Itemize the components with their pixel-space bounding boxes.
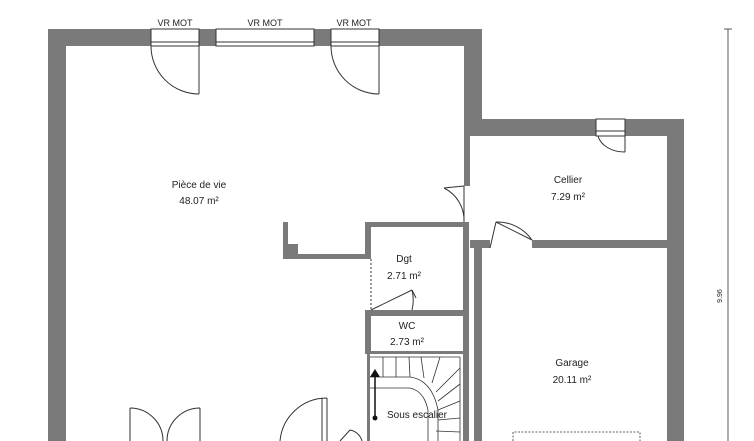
wall-wc-left	[365, 310, 371, 351]
door-swing-bottom-left-2	[166, 407, 201, 441]
garage-door	[512, 431, 641, 441]
room-area-garage: 20.11 m²	[553, 375, 592, 386]
room-name-dgt: Dgt	[396, 254, 412, 265]
wall-dgt-left	[365, 222, 371, 259]
window-3	[330, 28, 380, 47]
room-area-cellier: 7.29 m²	[551, 192, 586, 203]
wall-wc-top	[365, 310, 469, 316]
room-area-wc: 2.73 m²	[390, 337, 425, 348]
windows	[150, 28, 626, 137]
door-swing-1	[150, 45, 200, 95]
wall-cellier-garage-right	[532, 240, 667, 248]
stair-note: Sous escalier	[387, 410, 448, 421]
staircase	[370, 356, 461, 441]
wall-stair-divider	[365, 351, 469, 354]
room-area-dgt: 2.71 m²	[387, 271, 422, 282]
stair-arrow-icon	[370, 369, 380, 377]
door-swing-cellier-window	[597, 135, 626, 153]
stair-arrow	[370, 369, 380, 421]
wall-cellier-garage-left	[470, 240, 490, 248]
wall-garage-left	[474, 248, 482, 441]
wall-right-annex	[667, 119, 684, 441]
dimension-line	[724, 28, 732, 441]
window-cellier	[595, 118, 626, 137]
wall-kitchen-stub-down	[283, 222, 288, 259]
window-label-2: VR MOT	[248, 18, 284, 28]
door-swing-bottom-mid	[279, 397, 328, 441]
door-swing-bottom-left	[129, 407, 164, 441]
dimension-label: 9.96	[717, 289, 724, 303]
wall-kitchen-stub	[283, 254, 367, 259]
room-name-cellier: Cellier	[554, 175, 583, 186]
room-name-wc: WC	[399, 321, 416, 332]
room-name-piece-de-vie: Pièce de vie	[172, 180, 227, 191]
room-area-piece-de-vie: 48.07 m²	[179, 196, 219, 207]
wall-stair-left	[367, 354, 370, 441]
window-label-1: VR MOT	[158, 18, 194, 28]
door-swing-garage	[489, 221, 533, 249]
wall-dgt-top	[365, 222, 469, 227]
window-2	[215, 28, 315, 47]
door-swing-bottom-stub	[339, 429, 363, 441]
door-swings	[129, 45, 626, 441]
door-swing-2	[330, 45, 380, 95]
window-label-3: VR MOT	[337, 18, 373, 28]
wall-left	[48, 29, 66, 441]
wall-dgt-right	[463, 222, 469, 441]
door-swing-cellier-left	[443, 185, 465, 223]
wall-kitchen-block	[288, 244, 298, 259]
stair-start-dot	[372, 415, 378, 421]
door-swing-dgt	[370, 289, 414, 311]
wall-top-annex	[464, 119, 684, 136]
wall-cellier-left	[464, 134, 470, 186]
interior-walls	[283, 134, 667, 441]
wall-right-upper	[464, 29, 482, 134]
room-name-garage: Garage	[555, 358, 589, 369]
window-1	[150, 28, 200, 47]
